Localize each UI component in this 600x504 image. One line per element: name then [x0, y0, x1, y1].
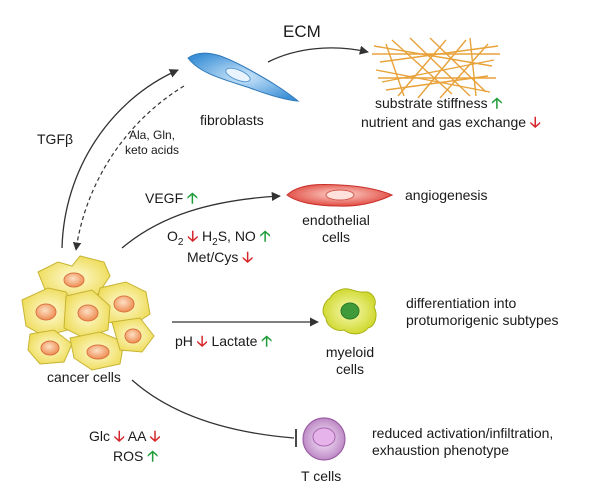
down-arrow-icon: 🡣	[242, 249, 254, 266]
fibroblasts-label: fibroblasts	[200, 112, 264, 128]
myeloid-line: myeloid	[325, 344, 375, 360]
o2-h2s-no-label: O2 🡣 H2S, NO 🡡	[167, 228, 271, 251]
arrow-fibroblast-to-ecm	[267, 45, 369, 63]
ph-lactate-label: pH 🡣 Lactate 🡡	[175, 333, 272, 350]
arrow-cancer-to-endothelial	[121, 191, 281, 249]
differentiation-line-2: protumorigenic subtypes	[406, 312, 559, 328]
up-arrow-icon: 🡡	[261, 333, 273, 350]
h2s-subscript: 2	[212, 236, 218, 248]
arrow-fibroblast-to-cancer-dashed	[72, 85, 185, 251]
ph-text: pH	[175, 333, 193, 349]
cancer-cells-cluster-icon	[21, 255, 155, 371]
lactate-text: Lactate	[211, 333, 258, 349]
arrow-cancer-to-fibroblast	[61, 69, 179, 249]
ala-gln-line: Ala, Gln,	[128, 128, 176, 142]
substrate-stiffness-text: substrate stiffness	[375, 95, 488, 111]
inhibition-cancer-to-tcell	[131, 379, 295, 439]
glc-text: Glc	[89, 428, 110, 444]
endothelial-cell-icon	[286, 183, 394, 207]
nutrient-gas-label: nutrient and gas exchange 🡣	[361, 114, 541, 131]
up-arrow-icon: 🡡	[187, 190, 198, 207]
keto-acids-line: keto acids	[124, 143, 180, 157]
reduced-activation-label: reduced activation/infiltration, exhaust…	[372, 425, 553, 459]
h2s-no-text: S, NO	[217, 228, 256, 244]
myeloid-cells-label: myeloid cells	[312, 344, 388, 378]
fibroblast-cell-icon	[187, 52, 300, 102]
met-cys-label: Met/Cys 🡣	[187, 249, 253, 266]
down-arrow-icon: 🡣	[529, 114, 541, 131]
up-arrow-icon: 🡡	[147, 448, 159, 465]
cancer-cells-label: cancer cells	[47, 369, 121, 385]
down-arrow-icon: 🡣	[187, 228, 199, 245]
myeloid-cells-line: cells	[335, 361, 364, 377]
ecm-label: ECM	[283, 22, 321, 41]
h2s-text: H	[202, 228, 213, 244]
aa-text: AA	[127, 428, 146, 444]
ros-text: ROS	[113, 448, 144, 464]
down-arrow-icon: 🡣	[196, 333, 208, 350]
o2-subscript: 2	[177, 236, 184, 248]
tgfb-label: TGFβ	[37, 131, 74, 147]
angiogenesis-label: angiogenesis	[405, 187, 488, 203]
endothelial-line: endothelial	[302, 212, 370, 228]
ala-gln-keto-label: Ala, Gln, keto acids	[112, 128, 192, 158]
reduced-line-1: reduced activation/infiltration,	[372, 425, 554, 441]
reduced-line-2: exhaustion phenotype	[372, 442, 509, 458]
up-arrow-icon: 🡡	[259, 228, 271, 245]
ros-label: ROS 🡡	[113, 448, 158, 465]
differentiation-line-1: differentiation into	[406, 295, 517, 311]
up-arrow-icon: 🡡	[491, 95, 503, 112]
ecm-fibers-icon	[372, 37, 500, 99]
vegf-label: VEGF 🡡	[145, 190, 198, 207]
t-cells-label: T cells	[301, 468, 342, 484]
differentiation-label: differentiation into protumorigenic subt…	[406, 295, 559, 329]
down-arrow-icon: 🡣	[113, 428, 125, 445]
substrate-stiffness-label: substrate stiffness 🡡	[375, 95, 502, 112]
endothelial-cells-label: endothelial cells	[296, 212, 376, 246]
nutrient-gas-text: nutrient and gas exchange	[361, 114, 527, 130]
down-arrow-icon: 🡣	[149, 428, 161, 445]
met-cys-text: Met/Cys	[187, 249, 239, 265]
o2-text: O	[167, 228, 178, 244]
myeloid-cell-icon	[322, 288, 377, 335]
t-cell-icon	[302, 417, 346, 461]
glc-aa-label: Glc 🡣 AA 🡣	[89, 428, 160, 445]
endothelial-cells-line: cells	[321, 229, 350, 245]
vegf-text: VEGF	[145, 190, 184, 206]
